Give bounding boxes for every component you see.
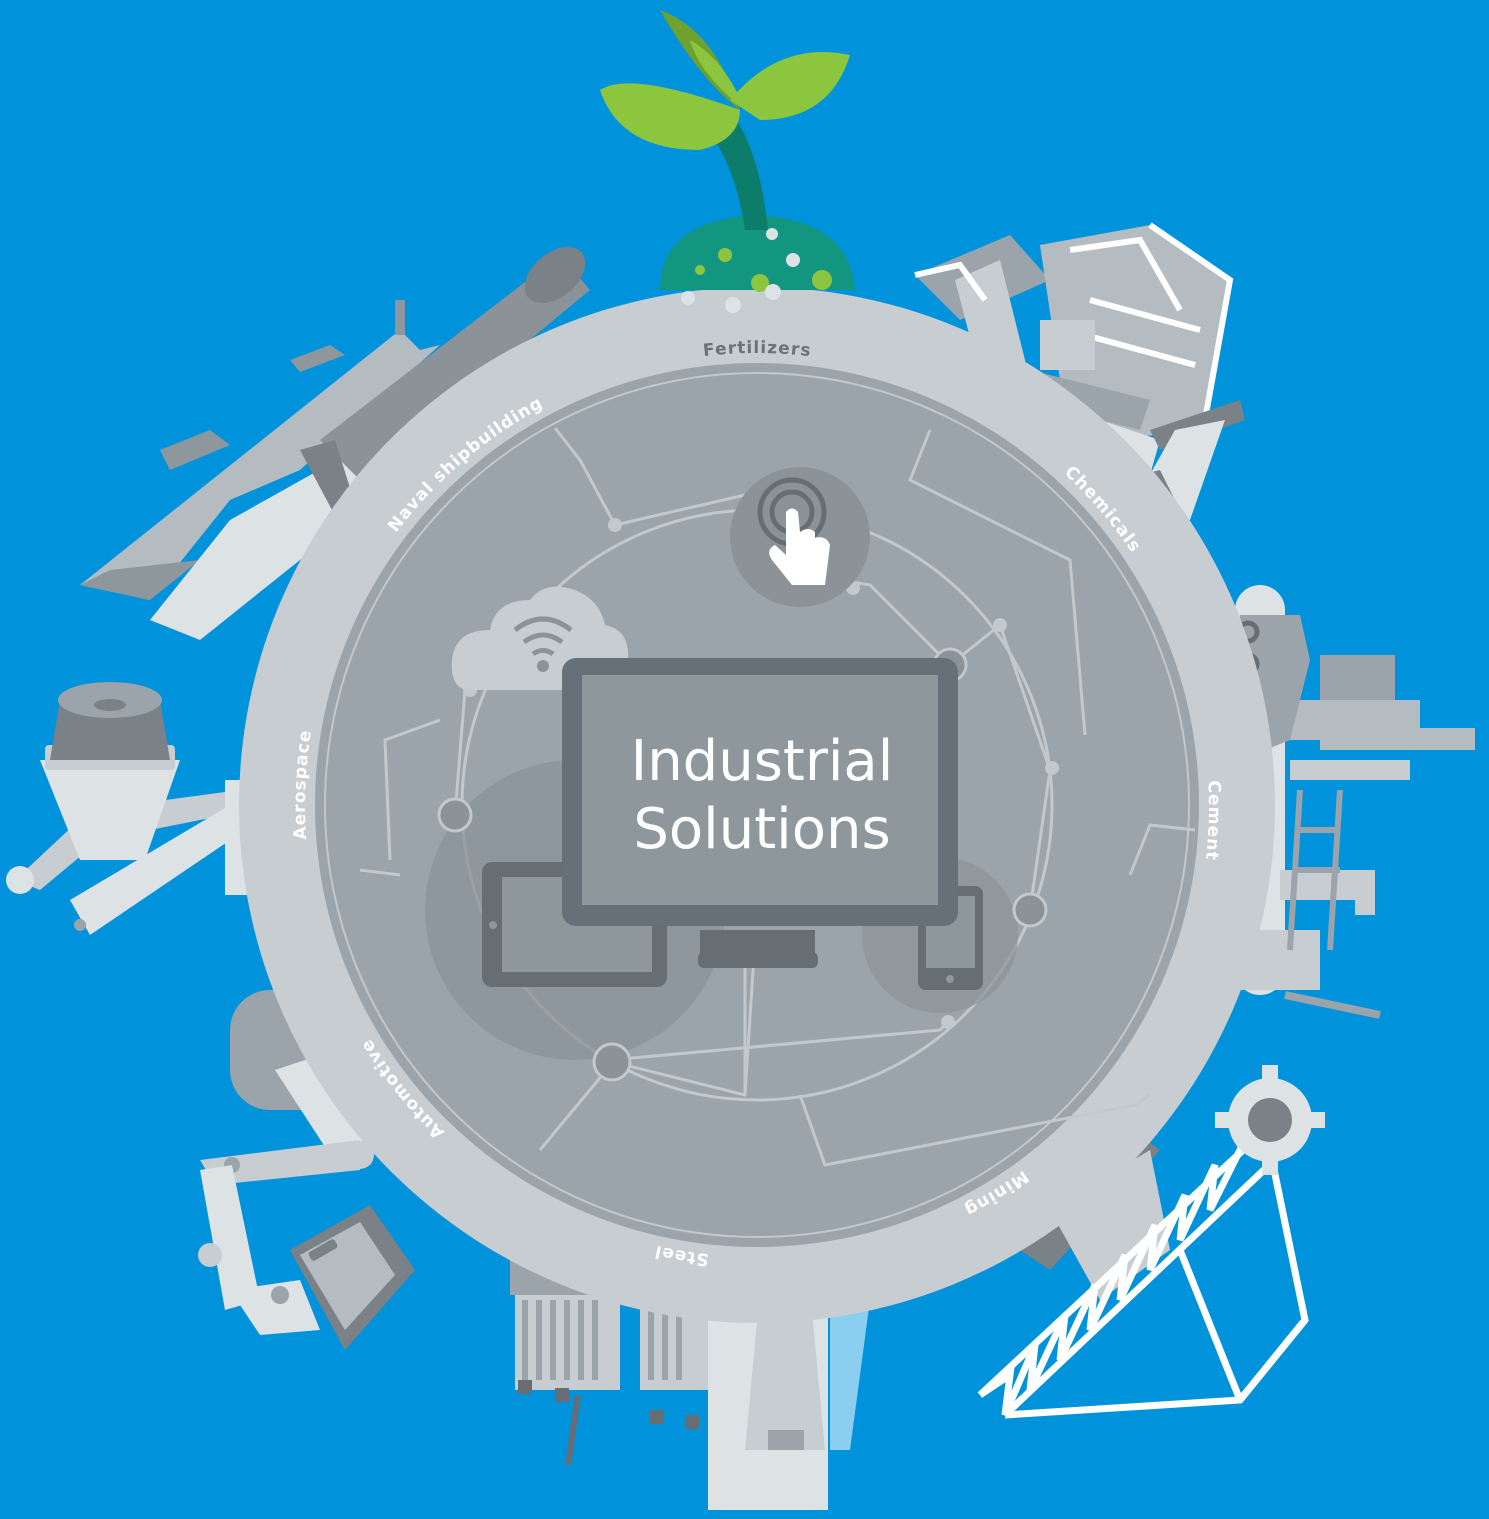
touch-icon (730, 467, 870, 607)
sprout-illustration (600, 10, 855, 313)
segment-cement[interactable]: Cement (1201, 780, 1224, 862)
center-title-line1: Industrial (631, 729, 894, 794)
segment-fertilizers[interactable]: Fertilizers (702, 338, 812, 361)
center-title-line2: Solutions (633, 797, 890, 862)
globe: Industrial Solutions (239, 287, 1275, 1323)
aerospace-robot-illustration (6, 682, 255, 935)
monitor-icon (562, 658, 958, 968)
segment-dividers (359, 427, 1196, 1167)
